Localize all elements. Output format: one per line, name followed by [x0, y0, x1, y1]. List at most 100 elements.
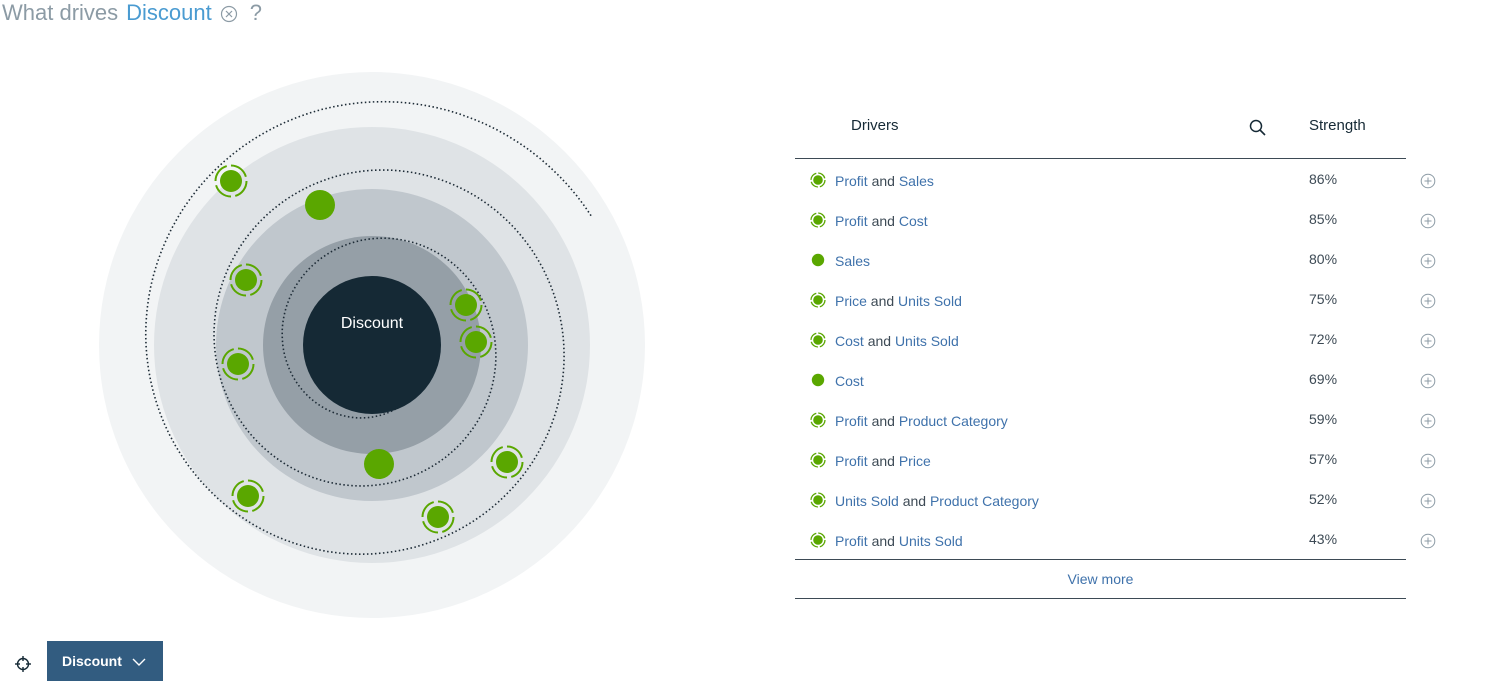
driver-row[interactable]: Cost and Units Sold 72% [795, 319, 1436, 359]
pair-driver-icon [810, 532, 826, 553]
single-driver-node[interactable] [305, 190, 335, 220]
driver-label[interactable]: Units Sold and Product Category [835, 493, 1039, 509]
driver-label[interactable]: Profit and Cost [835, 213, 928, 229]
pair-driver-node[interactable] [221, 347, 255, 381]
page-title: What drives Discount ? [2, 0, 262, 32]
pair-driver-node[interactable] [231, 479, 265, 513]
driver-field-a: Profit [835, 173, 868, 189]
single-driver-icon [810, 252, 826, 273]
driver-row[interactable]: Profit and Product Category 59% [795, 399, 1436, 439]
pair-driver-node[interactable] [229, 263, 263, 297]
search-icon[interactable] [1248, 118, 1268, 143]
driver-row[interactable]: Price and Units Sold 75% [795, 279, 1436, 319]
chevron-down-icon [131, 655, 147, 673]
driver-label[interactable]: Price and Units Sold [835, 293, 962, 309]
driver-field-b: Units Sold [894, 333, 959, 349]
driver-field-b: Product Category [929, 493, 1039, 509]
driver-label[interactable]: Profit and Units Sold [835, 533, 963, 549]
driver-field-b: Units Sold [898, 533, 963, 549]
driver-strength: 69% [1309, 371, 1338, 387]
driver-strength: 72% [1309, 331, 1338, 347]
add-circle-icon[interactable] [1420, 373, 1436, 394]
driver-joiner: and [871, 213, 895, 229]
driver-row[interactable]: Cost 69% [795, 359, 1436, 399]
driver-label[interactable]: Profit and Price [835, 453, 931, 469]
target-dropdown-label: Discount [62, 653, 122, 669]
center-node[interactable] [303, 276, 441, 414]
target-toolbar: Discount [0, 641, 200, 681]
driver-joiner: and [867, 333, 892, 349]
single-driver-node[interactable] [364, 449, 394, 479]
add-circle-icon[interactable] [1420, 173, 1436, 194]
driver-label[interactable]: Cost [835, 373, 864, 389]
driver-joiner: and [871, 173, 895, 189]
spiral-track [144, 100, 594, 556]
view-more-link[interactable]: View more [1067, 571, 1134, 587]
pair-driver-icon [810, 332, 826, 353]
driver-strength: 59% [1309, 411, 1338, 427]
driver-field-a: Profit [835, 533, 868, 549]
pair-driver-icon [810, 492, 826, 513]
driver-row[interactable]: Sales 80% [795, 239, 1436, 279]
add-circle-icon[interactable] [1420, 293, 1436, 314]
pair-driver-icon [810, 172, 826, 193]
driver-field-b: Product Category [898, 413, 1008, 429]
target-dropdown[interactable]: Discount [47, 641, 163, 681]
header-strength[interactable]: Strength [1309, 117, 1366, 134]
pair-driver-icon [810, 412, 826, 433]
title-prefix: What drives [2, 0, 119, 25]
add-circle-icon[interactable] [1420, 453, 1436, 474]
driver-label[interactable]: Profit and Sales [835, 173, 934, 189]
driver-row[interactable]: Profit and Cost 85% [795, 199, 1436, 239]
table-header: Drivers Strength [795, 100, 1406, 159]
driver-strength: 57% [1309, 451, 1338, 467]
pair-driver-node[interactable] [459, 325, 493, 359]
driver-field-a: Cost [835, 333, 864, 349]
pair-driver-node[interactable] [214, 164, 248, 198]
driver-strength: 85% [1309, 211, 1338, 227]
add-circle-icon[interactable] [1420, 533, 1436, 554]
driver-strength: 80% [1309, 251, 1338, 267]
pair-driver-icon [810, 292, 826, 313]
driver-field-a: Price [835, 293, 867, 309]
pair-driver-node[interactable] [449, 288, 483, 322]
title-target-field[interactable]: Discount [126, 0, 212, 25]
add-circle-icon[interactable] [1420, 333, 1436, 354]
driver-label[interactable]: Profit and Product Category [835, 413, 1008, 429]
driver-joiner: and [871, 533, 895, 549]
driver-label[interactable]: Cost and Units Sold [835, 333, 959, 349]
driver-field-a: Cost [835, 373, 864, 389]
driver-field-a: Profit [835, 413, 868, 429]
pair-driver-node[interactable] [490, 445, 524, 479]
title-question-mark: ? [249, 0, 262, 25]
center-label: Discount [341, 315, 404, 332]
add-circle-icon[interactable] [1420, 413, 1436, 434]
pair-driver-node[interactable] [421, 500, 455, 534]
driver-label[interactable]: Sales [835, 253, 870, 269]
crosshair-icon[interactable] [14, 655, 32, 678]
driver-field-b: Sales [898, 173, 934, 189]
driver-nodes [214, 164, 524, 534]
add-circle-icon[interactable] [1420, 493, 1436, 514]
driver-field-b: Cost [898, 213, 928, 229]
driver-joiner: and [902, 493, 927, 509]
driver-field-a: Sales [835, 253, 871, 269]
driver-strength: 75% [1309, 291, 1338, 307]
single-driver-icon [810, 372, 826, 393]
driver-joiner: and [871, 453, 895, 469]
driver-field-a: Profit [835, 213, 868, 229]
driver-field-b: Price [898, 453, 931, 469]
add-circle-icon[interactable] [1420, 213, 1436, 234]
add-circle-icon[interactable] [1420, 253, 1436, 274]
driver-field-a: Units Sold [835, 493, 899, 509]
driver-row[interactable]: Profit and Price 57% [795, 439, 1436, 479]
driver-field-b: Units Sold [898, 293, 962, 309]
table-footer: View more [795, 559, 1406, 599]
driver-row[interactable]: Profit and Sales 86% [795, 159, 1436, 199]
header-drivers[interactable]: Drivers [851, 117, 899, 134]
driver-strength: 86% [1309, 171, 1338, 187]
close-circle-icon[interactable] [220, 5, 238, 28]
